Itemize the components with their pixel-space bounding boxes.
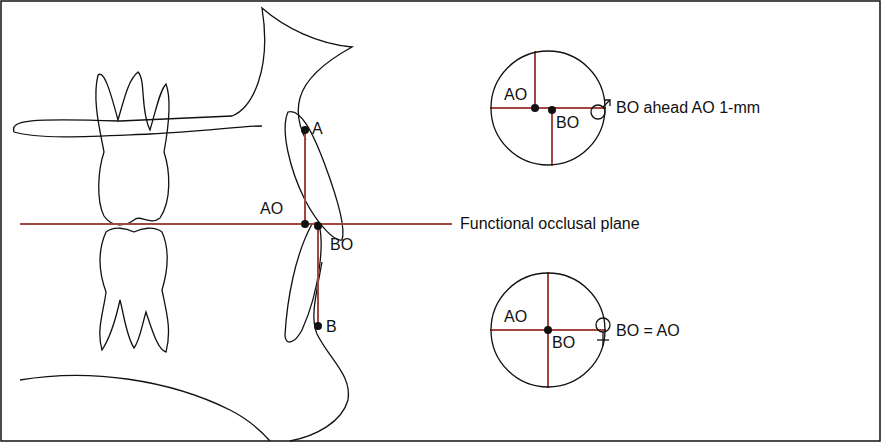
- circle-outline: [490, 272, 606, 388]
- detail-b-line: [551, 110, 553, 166]
- detail-circle: AO BO: [490, 272, 606, 388]
- point-label: BO: [552, 334, 575, 352]
- note-label: BO ahead AO 1-mm: [616, 99, 760, 117]
- point-label: BO: [556, 114, 579, 132]
- note-label: BO = AO: [616, 322, 680, 340]
- b-perpendicular: [317, 226, 319, 326]
- circle-outline: [490, 50, 606, 166]
- point-label: AO: [504, 308, 527, 326]
- detail-plane-line: [490, 107, 606, 109]
- landmark-label: B: [326, 318, 337, 336]
- detail-circle: AO BO: [490, 50, 606, 166]
- landmark-label: AO: [260, 200, 283, 218]
- detail-a-line: [534, 51, 536, 108]
- landmark-label: A: [312, 120, 323, 138]
- point-label: AO: [504, 86, 527, 104]
- male-symbol: [591, 105, 605, 119]
- a-perpendicular: [304, 130, 306, 224]
- occlusal-plane-line: [20, 223, 452, 225]
- landmark-label: BO: [330, 236, 353, 254]
- plane-label: Functional occlusal plane: [460, 215, 640, 233]
- female-symbol: [596, 318, 610, 332]
